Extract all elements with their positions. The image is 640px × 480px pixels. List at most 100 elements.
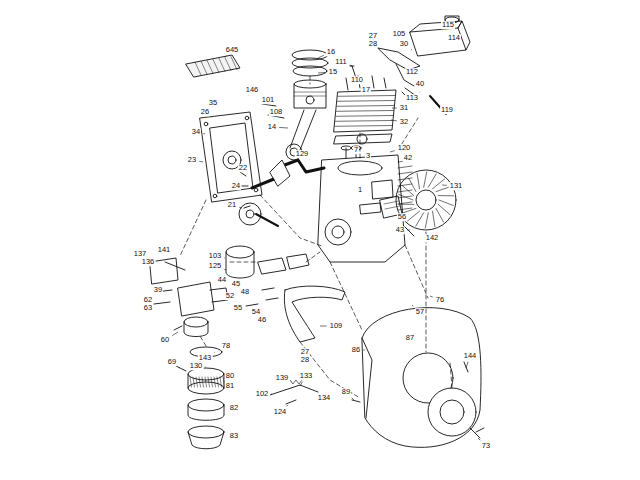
piston-grooves [294,92,326,96]
piston-ring [293,66,327,76]
leader-line [442,185,447,186]
leader-line [392,108,397,109]
leader-line [350,65,352,67]
governor-spring [290,380,302,384]
leader-line [466,362,468,368]
callout-number: 45 [231,280,241,288]
callout-number: 27 [368,32,378,40]
callout-number: 39 [153,286,163,294]
assembly-line [306,252,320,262]
fuel-cap-rim [445,16,459,20]
callout-number: 114 [447,34,461,42]
screw [176,366,186,371]
baffle [284,286,345,342]
throttle-link [270,385,318,395]
callout-number: 63 [143,304,153,312]
cleaner-cover-top [188,399,224,411]
assembly-line [200,336,206,346]
callout-number: 32 [399,118,409,126]
callout-number: 86 [351,346,361,354]
callout-number: 82 [229,404,239,412]
assembly-line [405,245,428,298]
pleats [190,377,225,387]
assembly-line [310,76,311,84]
callout-number: 102 [255,390,270,398]
callout-number: 54 [251,308,261,316]
cam-hub [246,210,254,218]
callout-number: 43 [395,226,405,234]
leader-line [248,95,249,96]
cleaner-bowl [188,432,224,449]
filter-pad [186,55,240,77]
leader-line [247,173,248,174]
camshaft [256,214,278,226]
callout-number: 144 [463,352,478,360]
assembly-line [450,362,452,388]
callout-number: 60 [160,336,170,344]
leader-line [300,382,303,386]
bearing [332,226,344,238]
callout-number: 87 [405,334,415,342]
starter-handle [470,428,484,438]
piston-ring [292,58,328,68]
callout-number: 23 [187,156,197,164]
callout-number: 130 [189,362,204,370]
callout-number: 142 [425,234,440,242]
callout-number: 34 [191,128,201,136]
blower-housing [362,308,481,448]
assembly-line [330,262,362,330]
callout-number: 15 [328,68,338,76]
callout-number: 46 [257,316,267,324]
leader-line [318,72,326,74]
callout-number: 645 [225,46,240,54]
bolt-hole [204,122,208,126]
head-gasket [334,134,392,144]
fuel-tank-top [410,21,470,50]
leader-line [352,398,354,400]
callout-number: 129 [295,150,310,158]
muffler [226,252,254,278]
leader-line [214,352,216,353]
leader-line [391,120,397,122]
fuel-tank [410,28,466,56]
callout-number: 111 [334,58,347,66]
gasket [258,258,286,274]
callout-number: 143 [198,354,213,362]
callout-number: 133 [299,372,314,380]
coil-laminations [384,201,400,209]
callout-number: 16 [326,48,336,56]
callout-number: 120 [397,144,412,152]
valve-cover [360,203,381,214]
callout-number: 131 [449,182,464,190]
callout-number: 124 [273,408,288,416]
leader-line [417,66,418,67]
tappets [240,172,250,208]
callout-number: 44 [217,276,227,284]
leader-line [271,394,273,395]
callout-number: 113 [405,94,419,102]
float-bowl [184,322,208,337]
muffler-top [226,246,254,258]
cleaner-element [188,374,224,388]
leader-line [291,381,293,382]
gasket-bore [357,134,367,144]
leader-line [205,366,207,367]
callout-number: 56 [397,213,407,221]
float-bowl-top [184,317,208,327]
leader-line [179,367,181,369]
callout-number: 28 [300,356,310,364]
leader-line [211,117,212,118]
assembly-line [180,200,206,256]
callout-number: 115 [441,21,455,29]
callout-number: 69 [167,358,177,366]
head-fins [335,96,395,127]
callout-number: 55 [233,304,243,312]
leader-line [279,127,288,129]
counterweight [270,160,290,186]
callout-number: 57 [415,308,425,316]
leader-line [239,207,242,209]
cylinder-block [318,155,405,262]
callout-number: 62 [143,296,153,304]
